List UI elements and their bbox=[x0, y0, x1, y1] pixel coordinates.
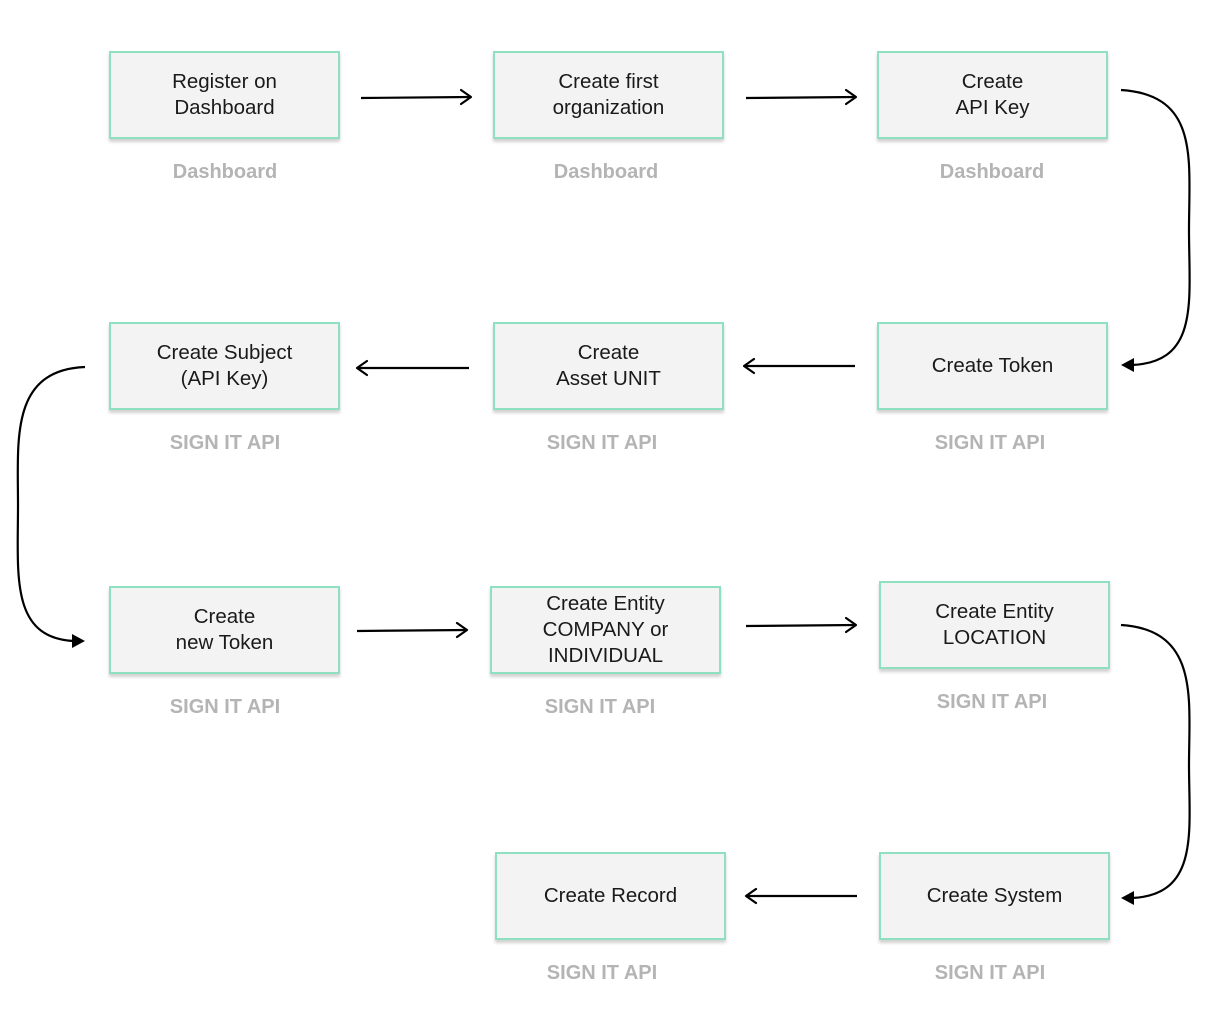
step-platform: SIGN IT API bbox=[169, 696, 281, 718]
step-label: Create Subject (API Key) bbox=[156, 341, 293, 390]
step-label: Create Record bbox=[543, 884, 678, 907]
step-create-organization: Create first organization bbox=[493, 51, 724, 139]
step-label: Create Asset UNIT bbox=[556, 341, 661, 390]
arrow-org-to-apikey bbox=[745, 88, 858, 106]
step-label: Create API Key bbox=[955, 70, 1030, 119]
step-platform: SIGN IT API bbox=[934, 432, 1046, 454]
step-label: Create Entity COMPANY or INDIVIDUAL bbox=[542, 592, 669, 667]
arrow-apikey-to-token bbox=[1120, 88, 1191, 372]
step-create-asset-unit: Create Asset UNIT bbox=[493, 322, 724, 410]
step-create-api-key: Create API Key bbox=[877, 51, 1108, 139]
arrow-asset-to-subject bbox=[355, 359, 469, 377]
step-create-record: Create Record bbox=[495, 852, 726, 940]
step-create-system: Create System bbox=[879, 852, 1110, 940]
step-label: Create new Token bbox=[175, 605, 274, 654]
step-label: Create first organization bbox=[552, 70, 665, 119]
arrow-system-to-record bbox=[744, 887, 857, 905]
step-platform: Dashboard bbox=[939, 161, 1045, 183]
step-platform: SIGN IT API bbox=[936, 691, 1048, 713]
step-platform: SIGN IT API bbox=[546, 432, 658, 454]
step-create-token: Create Token bbox=[877, 322, 1108, 410]
step-platform: SIGN IT API bbox=[934, 962, 1046, 984]
arrow-subject-to-newtoken bbox=[16, 365, 86, 648]
step-label: Create Token bbox=[931, 354, 1054, 377]
step-label: Create Entity LOCATION bbox=[935, 600, 1054, 649]
arrow-register-to-org bbox=[360, 88, 473, 106]
step-platform: SIGN IT API bbox=[169, 432, 281, 454]
arrow-entity-to-location bbox=[745, 616, 858, 634]
arrow-token-to-asset bbox=[742, 357, 855, 375]
step-platform: SIGN IT API bbox=[546, 962, 658, 984]
step-create-new-token: Create new Token bbox=[109, 586, 340, 674]
step-create-entity-location: Create Entity LOCATION bbox=[879, 581, 1110, 669]
step-create-subject: Create Subject (API Key) bbox=[109, 322, 340, 410]
step-label: Create System bbox=[926, 884, 1063, 907]
arrow-location-to-system bbox=[1120, 623, 1191, 905]
step-label: Register on Dashboard bbox=[172, 70, 277, 119]
step-platform: SIGN IT API bbox=[544, 696, 656, 718]
step-register: Register on Dashboard bbox=[109, 51, 340, 139]
arrow-newtoken-to-entity bbox=[356, 621, 469, 639]
step-platform: Dashboard bbox=[172, 161, 278, 183]
step-create-entity: Create Entity COMPANY or INDIVIDUAL bbox=[490, 586, 721, 674]
step-platform: Dashboard bbox=[553, 161, 659, 183]
